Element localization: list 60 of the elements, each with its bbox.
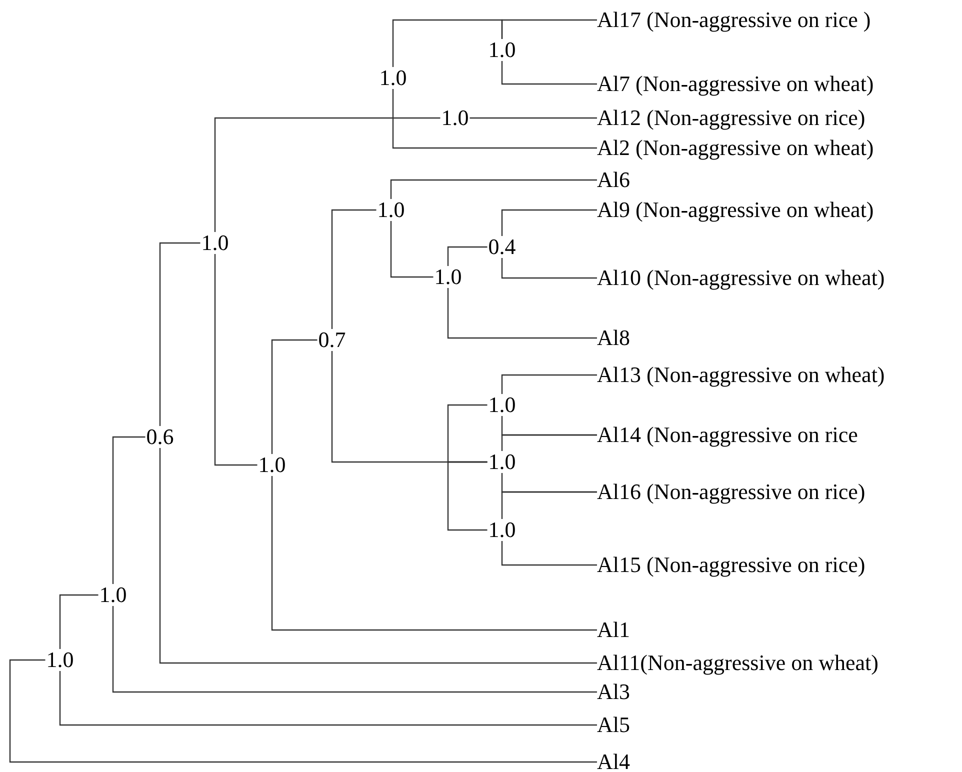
- tree-branch: [59, 671, 597, 726]
- tree-branch: [59, 594, 98, 649]
- support-value: 0.7: [317, 329, 347, 351]
- tree-branch: [271, 339, 318, 454]
- support-value: 1.0: [378, 67, 408, 89]
- support-value: 1.0: [376, 199, 406, 221]
- support-value: 1.0: [440, 107, 470, 129]
- tree-branch: [9, 659, 597, 763]
- support-value: 1.0: [487, 519, 517, 541]
- support-value: 1.0: [45, 649, 75, 671]
- tree-branch: [501, 258, 597, 279]
- tree-branch: [501, 434, 597, 451]
- support-value: 1.0: [257, 454, 287, 476]
- tree-branch: [214, 254, 258, 466]
- tree-branch: [331, 209, 376, 329]
- tree-branch: [112, 606, 597, 693]
- tree-branch: [159, 448, 597, 664]
- tree-branch: [392, 89, 597, 149]
- support-value: 0.4: [487, 236, 517, 258]
- taxon-label: Al12 (Non-aggressive on rice): [597, 107, 866, 129]
- tree-branch: [470, 117, 597, 119]
- support-value: 1.0: [487, 39, 517, 61]
- taxon-label: Al7 (Non-aggressive on wheat): [597, 73, 874, 95]
- taxon-label: Al6: [597, 169, 630, 191]
- taxon-label: Al15 (Non-aggressive on rice): [597, 554, 866, 576]
- tree-branch: [501, 61, 597, 85]
- support-value: 0.6: [145, 426, 175, 448]
- taxon-label: Al17 (Non-aggressive on rice ): [597, 9, 871, 31]
- taxon-label: Al14 (Non-aggressive on rice: [597, 424, 858, 446]
- support-value: 1.0: [200, 232, 230, 254]
- tree-branch: [390, 179, 597, 199]
- taxon-label: Al11(Non-aggressive on wheat): [597, 652, 878, 674]
- support-value: 1.0: [433, 266, 463, 288]
- tree-branch: [501, 209, 597, 236]
- tree-branch: [447, 246, 488, 266]
- tree-branch: [271, 476, 597, 631]
- tree-branch: [214, 117, 440, 232]
- tree-branch: [112, 436, 146, 584]
- taxon-label: Al9 (Non-aggressive on wheat): [597, 199, 874, 221]
- tree-branch: [447, 404, 488, 463]
- taxon-label: Al10 (Non-aggressive on wheat): [597, 267, 885, 289]
- support-value: 1.0: [487, 394, 517, 416]
- tree-branch: [390, 221, 434, 278]
- taxon-label: Al5: [597, 714, 630, 736]
- taxon-label: Al4: [597, 751, 630, 772]
- tree-branch: [501, 541, 597, 566]
- support-value: 1.0: [98, 584, 128, 606]
- taxon-label: Al13 (Non-aggressive on wheat): [597, 364, 885, 386]
- tree-branch: [447, 461, 488, 531]
- taxon-label: Al16 (Non-aggressive on rice): [597, 481, 866, 503]
- tree-branch: [392, 19, 503, 67]
- taxon-label: Al2 (Non-aggressive on wheat): [597, 137, 874, 159]
- tree-branch: [447, 288, 597, 339]
- tree-branch: [501, 374, 597, 394]
- support-value: 1.0: [487, 451, 517, 473]
- taxon-label: Al1: [597, 619, 630, 641]
- taxon-label: Al8: [597, 327, 630, 349]
- taxon-label: Al3: [597, 681, 630, 703]
- tree-branch: [159, 242, 200, 426]
- tree-branch: [501, 491, 597, 519]
